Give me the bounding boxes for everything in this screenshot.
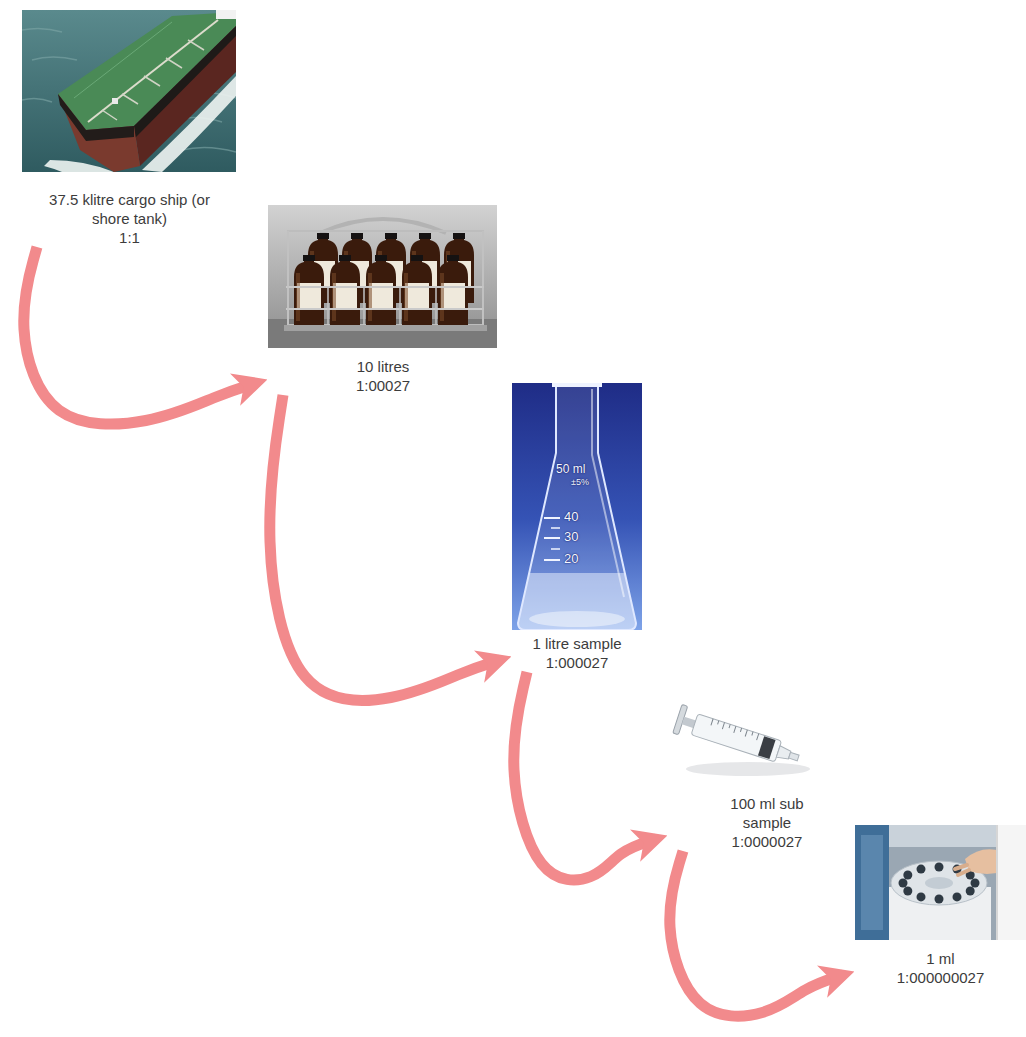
syringe-photo	[673, 704, 810, 776]
analyser-photo-part	[955, 865, 969, 875]
ratio-label: 1:00027	[283, 376, 483, 395]
bottles-photo-part	[288, 231, 483, 327]
stage-caption: 10 litres1:00027	[283, 357, 483, 395]
analyser-photo-part-part	[966, 887, 975, 896]
flask-photo-part	[544, 518, 560, 560]
flask-photo-part	[518, 383, 636, 630]
sampling-stage: 100 ml sub sample1:0000027	[668, 695, 818, 851]
flow-arrow	[670, 851, 843, 1016]
bottles-photo-part	[288, 231, 483, 325]
tanker-photo	[22, 10, 236, 172]
analyser-photo-part	[925, 877, 953, 889]
analyser-photo-part	[997, 825, 1026, 940]
analyser-photo-part-part	[935, 863, 944, 872]
flow-arrow	[270, 395, 500, 701]
analyser-photo-part-part	[903, 871, 912, 880]
stage-caption: 1 litre sample1:000027	[512, 634, 642, 672]
flow-arrow	[24, 247, 256, 424]
graduation-label: 50 ml	[556, 463, 585, 476]
analyser-photo	[855, 825, 1026, 940]
flask-photo-part	[552, 383, 602, 387]
tanker-photo-part	[58, 94, 134, 141]
stage-name: 37.5 klitre cargo ship (or shore tank)	[37, 190, 222, 228]
analyser-photo-part-part	[903, 887, 912, 896]
graduation-label: 30	[564, 530, 578, 544]
syringe-photo-part-part	[789, 752, 799, 760]
sampling-stage: 37.5 klitre cargo ship (or shore tank)1:…	[22, 10, 236, 247]
analyser-photo-part	[996, 825, 998, 940]
bottles-photo-part	[438, 255, 468, 325]
ratio-label: 1:1	[37, 228, 222, 247]
analyser-photo-part	[855, 825, 1026, 940]
tanker-photo-part	[112, 98, 118, 104]
sampling-stage: 1 litre sample1:000027	[512, 383, 642, 672]
syringe-photo-part	[673, 704, 803, 772]
bottles-photo-part	[402, 255, 432, 325]
tanker-photo-part	[74, 22, 172, 98]
analyser-photo-part-part	[917, 892, 926, 901]
tanker-photo-part	[216, 10, 236, 19]
flow-arrow	[514, 672, 656, 880]
analyser-photo-part-part	[899, 879, 908, 888]
graduation-label: ±5%	[571, 478, 589, 488]
bottles-photo	[268, 205, 497, 348]
stage-caption: 1 ml1:000000027	[855, 949, 1026, 987]
bottles-photo-part	[330, 255, 360, 325]
bottles-photo-part	[286, 287, 484, 309]
analyser-photo-part	[855, 825, 889, 940]
ratio-label: 1:000000027	[855, 968, 1026, 987]
graduation-label: 20	[564, 552, 578, 566]
ratio-label: 1:0000027	[717, 832, 817, 851]
syringe-photo-part-part	[758, 736, 776, 759]
analyser-photo-part-part	[935, 895, 944, 904]
analyser-photo-part	[899, 863, 980, 904]
analyser-photo-part-part	[953, 892, 962, 901]
stage-caption: 100 ml sub sample1:0000027	[717, 794, 817, 851]
sampling-stage: 1 ml1:000000027	[855, 825, 1026, 987]
tanker-photo-part	[88, 20, 218, 122]
analyser-photo-part	[861, 835, 883, 930]
graduation-label: 40	[564, 510, 578, 524]
tanker-photo-part	[58, 94, 140, 172]
syringe-photo-part	[686, 762, 810, 776]
stage-name: 100 ml sub sample	[717, 794, 817, 832]
analyser-photo-part-part	[917, 865, 926, 874]
tanker-photo-part	[22, 10, 236, 172]
flask-photo-part	[592, 389, 624, 597]
syringe-photo-part-part	[691, 714, 781, 762]
analyser-photo-part-part	[971, 879, 980, 888]
flask-photo-part	[512, 383, 642, 630]
ratio-label: 1:000027	[512, 653, 642, 672]
bottles-photo-part	[366, 255, 396, 325]
bottles-photo-part	[284, 325, 487, 331]
tanker-photo-part	[134, 26, 236, 138]
sampling-stage: 10 litres1:00027	[268, 205, 497, 395]
stage-name: 10 litres	[283, 357, 483, 376]
syringe-photo-part-part	[711, 719, 759, 740]
stage-caption: 37.5 klitre cargo ship (or shore tank)1:…	[37, 190, 222, 247]
flask-photo	[512, 383, 642, 630]
stage-name: 1 ml	[855, 949, 1026, 968]
bottles-photo-part	[294, 255, 324, 325]
stage-name: 1 litre sample	[512, 634, 642, 653]
tanker-photo-part	[102, 40, 204, 120]
bottles-photo-part	[268, 205, 497, 348]
flask-photo-part	[551, 528, 560, 549]
